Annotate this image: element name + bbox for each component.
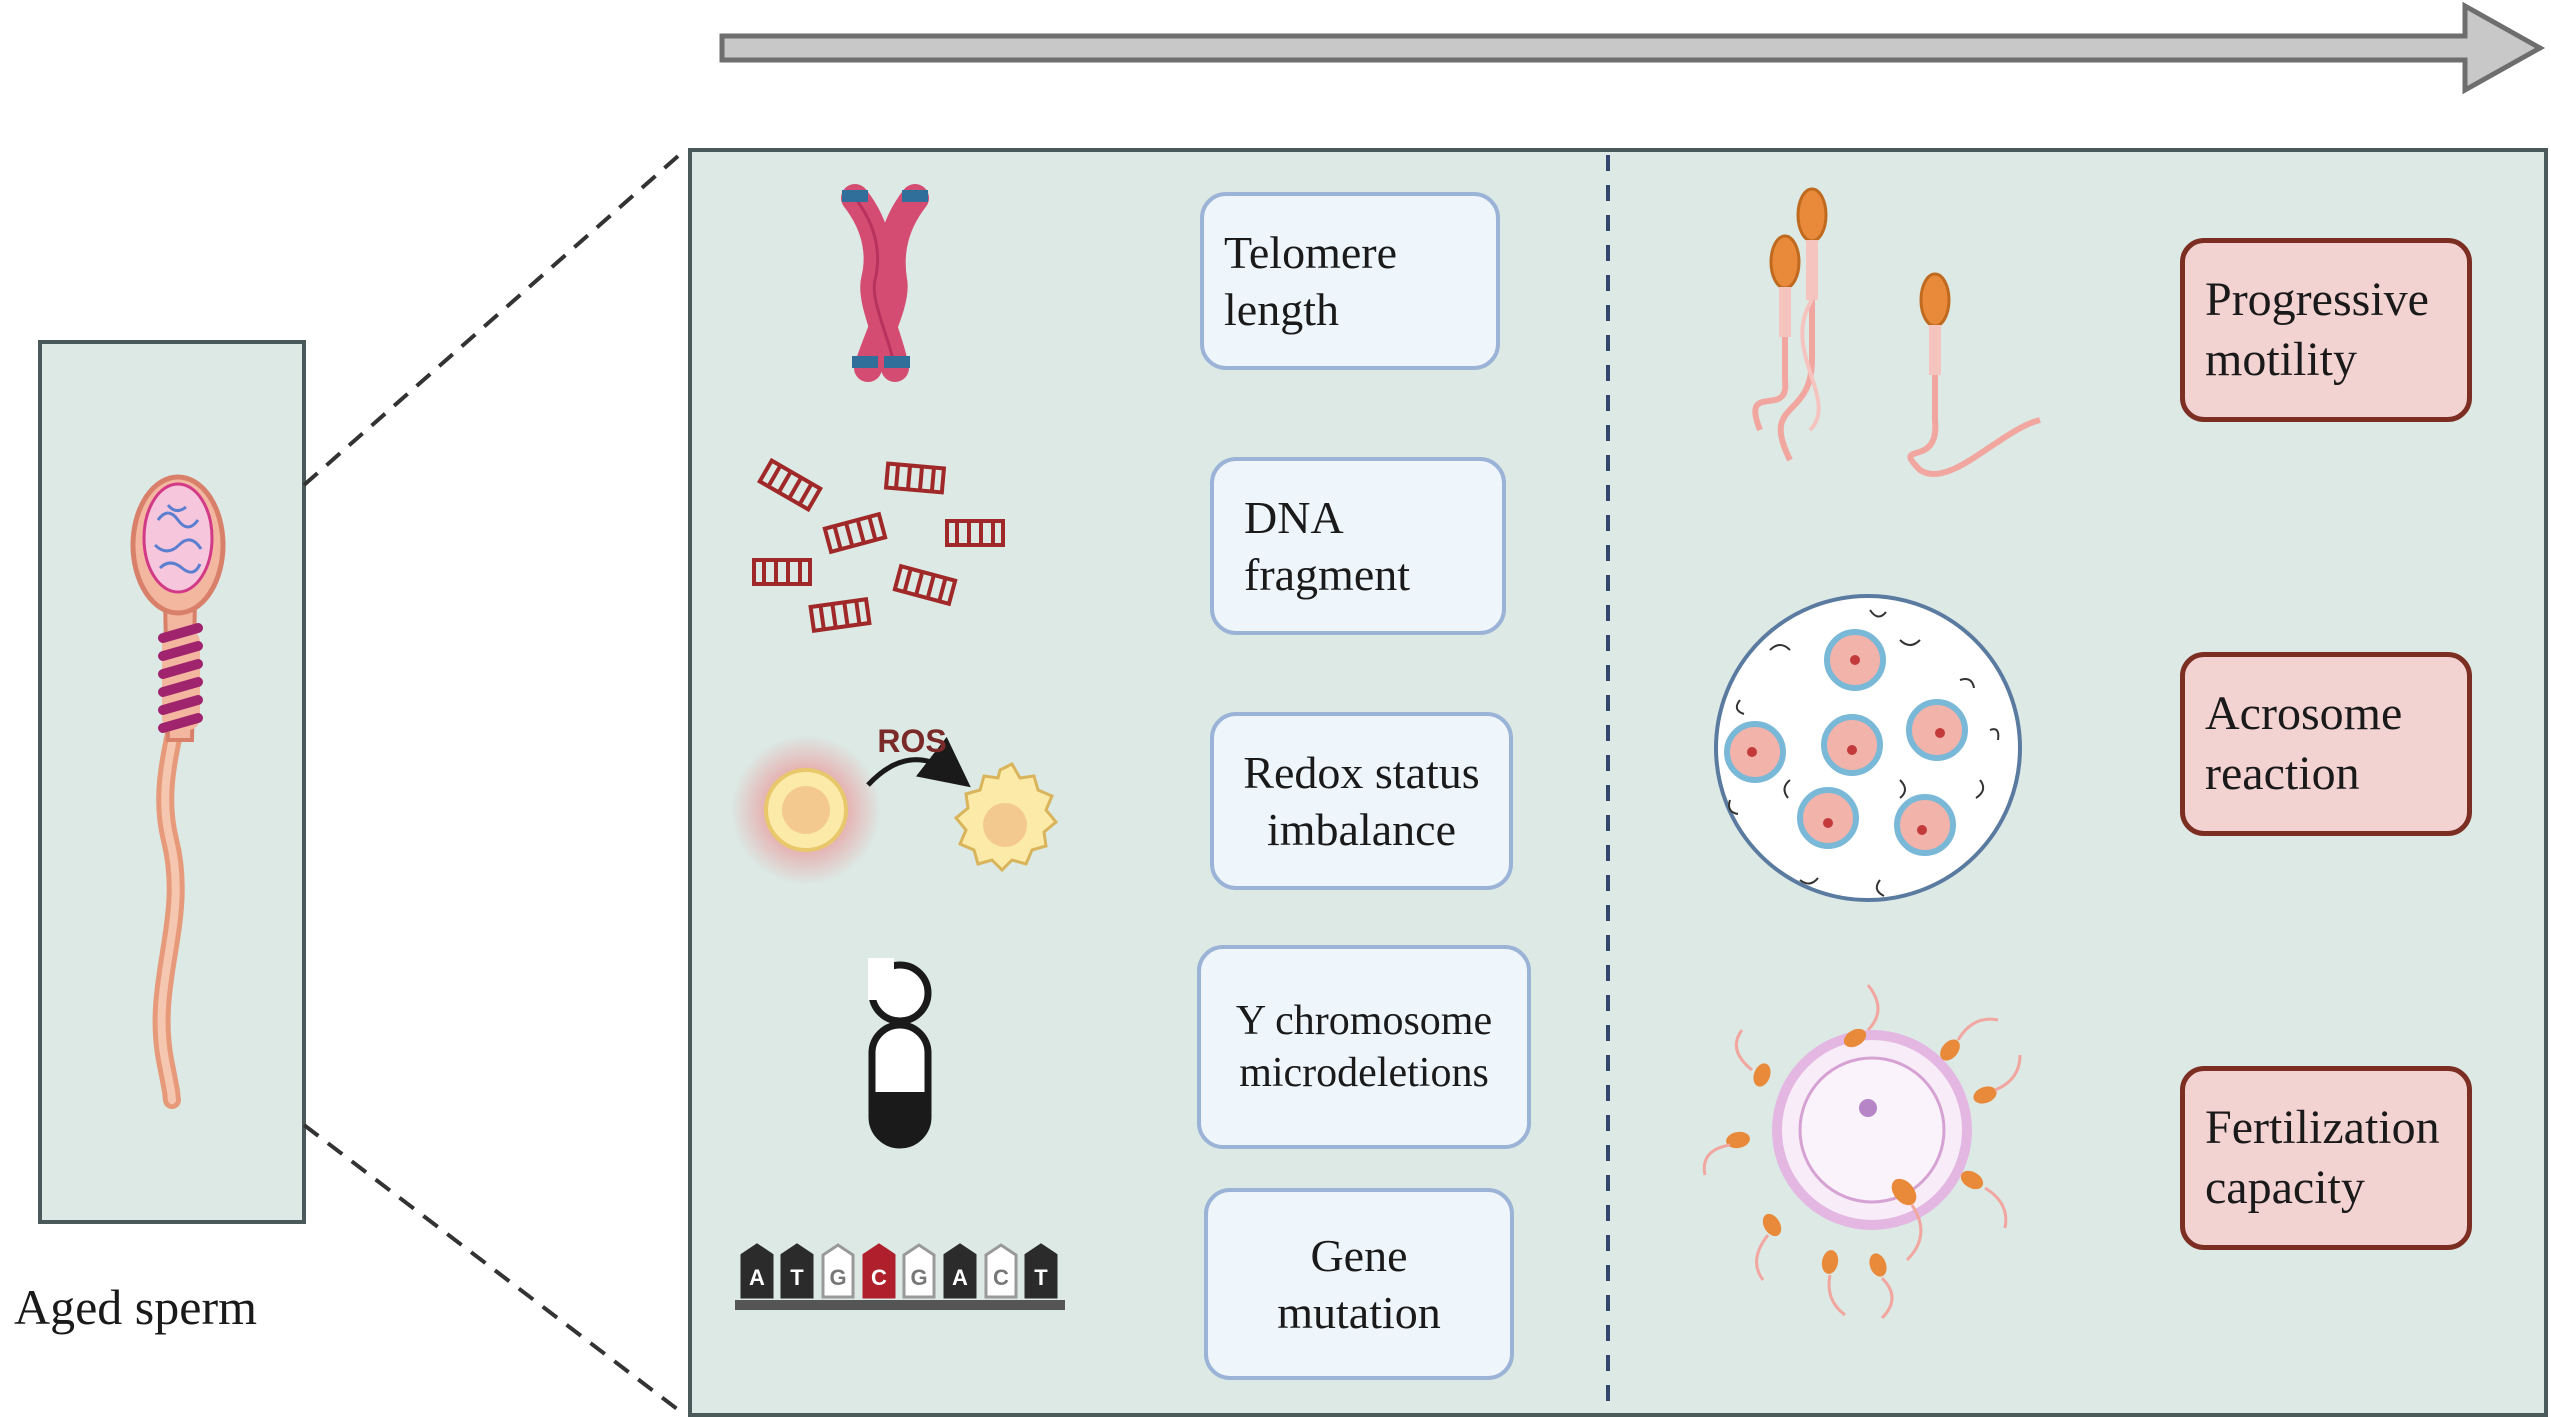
aged-sperm-caption: Aged sperm [14,1279,257,1335]
factor-box-telomere: Telomere length [1200,192,1500,370]
outcome-label: Progressive motility [2205,273,2429,386]
svg-text:G: G [910,1265,927,1290]
svg-text:T: T [790,1265,804,1290]
fertilization-icon [1702,984,2022,1320]
svg-text:A: A [952,1265,968,1290]
dna-fragments-icon [752,457,1005,634]
outcome-box-fertilization: Fertilization capacity [2180,1066,2472,1250]
gene-base-a: A [943,1243,977,1299]
y-chromosome-icon [868,958,932,1149]
acrosome-reaction-icon [1714,594,2022,902]
factor-box-redox: Redox status imbalance [1210,712,1513,890]
factor-box-gene: Gene mutation [1204,1188,1514,1380]
svg-text:C: C [871,1265,887,1290]
gene-base-t: T [1024,1243,1058,1299]
factor-label: Gene mutation [1277,1229,1441,1339]
gene-sequence-icon [735,1300,1065,1310]
outcome-label: Fertilization capacity [2205,1101,2440,1214]
gene-base-c: C [862,1243,896,1299]
outcome-box-motility: Progressive motility [2180,238,2472,422]
gene-base-a: A [740,1243,774,1299]
gene-base-t: T [780,1243,814,1299]
factor-box-y-chromosome: Y chromosome microdeletions [1197,945,1531,1149]
factor-label: Redox status imbalance [1243,746,1480,856]
zoom-line-top [302,148,687,487]
ros-cell-icon: ROS [731,723,1059,885]
svg-text:G: G [829,1265,846,1290]
factor-label: DNA fragment [1244,491,1411,601]
svg-text:C: C [993,1265,1009,1290]
svg-text:T: T [1034,1265,1048,1290]
factor-box-dna: DNA fragment [1210,457,1506,635]
zoom-line-bottom [302,1123,687,1417]
chromosome-icon [841,184,929,382]
outcome-label: Acrosome reaction [2205,687,2403,800]
gene-base-c: C [984,1243,1018,1299]
aged-sperm-icon [130,474,226,1109]
factor-label: Y chromosome microdeletions [1235,997,1493,1097]
motile-sperm-icon [1752,187,2041,478]
gene-base-g: G [821,1243,855,1299]
svg-text:A: A [749,1265,765,1290]
gene-base-g: G [902,1243,936,1299]
ros-label: ROS [877,723,946,759]
progression-arrow [719,1,2546,95]
factor-label: Telomere length [1224,226,1398,336]
outcome-box-acrosome: Acrosome reaction [2180,652,2472,836]
